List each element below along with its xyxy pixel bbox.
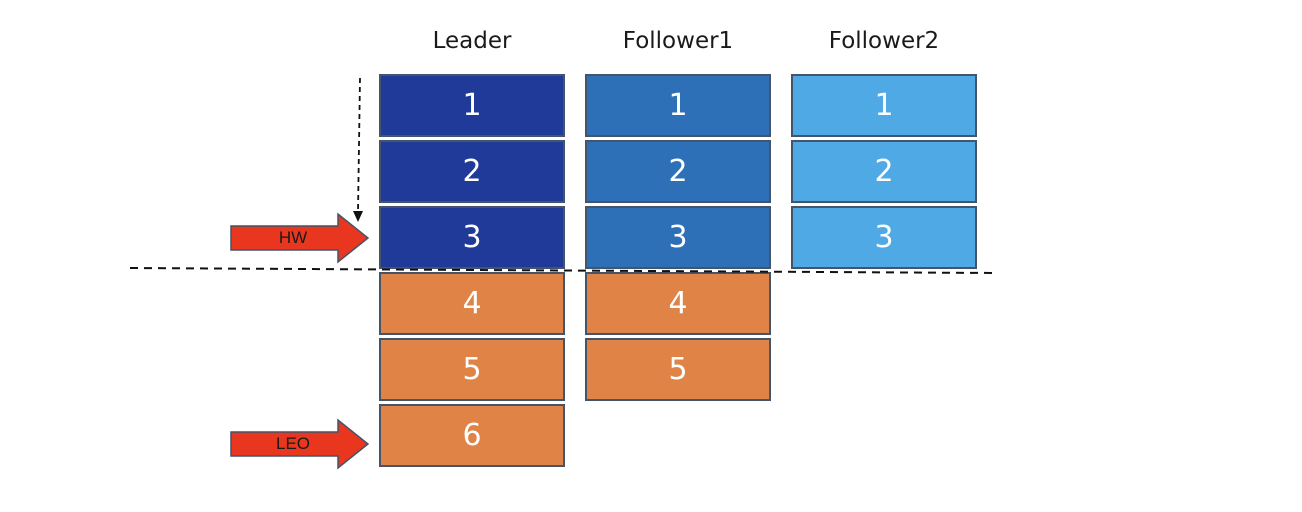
leader-log-entry: 5 [379, 338, 565, 401]
follower2-log-entry: 3 [791, 206, 977, 269]
follower1-log-entry: 2 [585, 140, 771, 203]
follower1-log-entry: 5 [585, 338, 771, 401]
follower1-column-header: Follower1 [622, 28, 734, 54]
follower2-column-header: Follower2 [828, 28, 940, 54]
leader-log-entry: 1 [379, 74, 565, 137]
follower1-log-entry: 1 [585, 74, 771, 137]
leo-label: LEO [275, 434, 311, 453]
leader-log-entry: 3 [379, 206, 565, 269]
follower2-log-entry: 1 [791, 74, 977, 137]
leader-column-header: Leader [432, 28, 512, 54]
leader-log-entry: 2 [379, 140, 565, 203]
follower1-log-entry: 4 [585, 272, 771, 335]
leo-pointer: LEO [230, 418, 370, 470]
leader-log-entry: 4 [379, 272, 565, 335]
vertical-dashed-line [357, 77, 361, 213]
leo-arrow-icon [230, 418, 370, 470]
leader-log-entry: 6 [379, 404, 565, 467]
hw-arrow-icon [230, 212, 370, 264]
hw-pointer: HW [230, 212, 370, 264]
follower1-log-entry: 3 [585, 206, 771, 269]
follower2-log-entry: 2 [791, 140, 977, 203]
hw-label: HW [278, 228, 308, 247]
